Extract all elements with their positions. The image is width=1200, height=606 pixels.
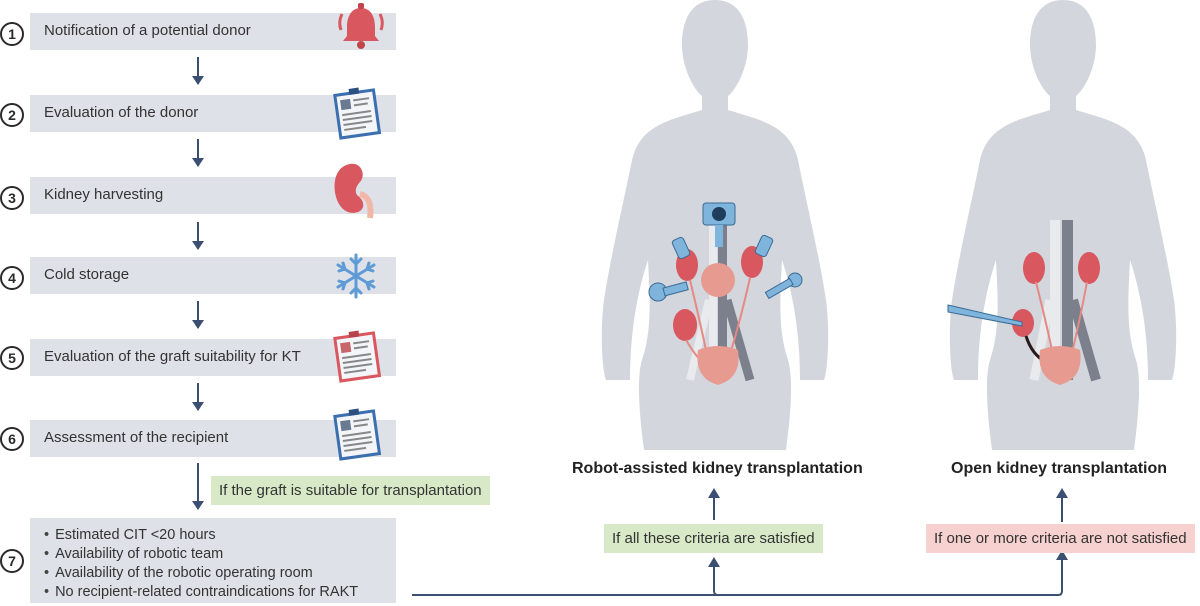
robot-title: Robot-assisted kidney transplantation	[572, 460, 863, 477]
clipboard-icon	[333, 87, 382, 140]
criteria-item: No recipient-related contraindications f…	[44, 583, 396, 602]
step-number: 7	[0, 549, 24, 573]
step-number: 5	[0, 346, 24, 370]
criteria-item: Availability of the robotic operating ro…	[44, 564, 396, 583]
step-label: Evaluation of the donor	[44, 104, 199, 121]
flow-arrow	[192, 222, 204, 250]
open-condition: If one or more criteria are not satisfie…	[926, 524, 1195, 553]
step-label: Kidney harvesting	[44, 186, 164, 203]
step-number: 4	[0, 266, 24, 290]
flow-arrow	[192, 463, 204, 510]
step-number: 6	[0, 427, 24, 451]
step-number: 2	[0, 103, 24, 127]
clipboard-icon	[333, 408, 382, 461]
step-number: 1	[0, 22, 24, 46]
step-label: Assessment of the recipient	[44, 429, 229, 446]
criteria-item: Availability of robotic team	[44, 545, 396, 564]
flow-arrow	[192, 139, 204, 167]
flow-arrow	[192, 57, 204, 85]
step-label: Notification of a potential donor	[44, 22, 251, 39]
graft-suitable-note: If the graft is suitable for transplanta…	[211, 476, 490, 505]
alarm-bell-icon	[338, 3, 384, 49]
clipboard-red-icon	[333, 330, 382, 383]
snowflake-icon	[336, 253, 376, 299]
criteria-box: Estimated CIT <20 hours Availability of …	[30, 518, 396, 603]
open-title: Open kidney transplantation	[951, 460, 1168, 477]
flow-arrow	[192, 383, 204, 411]
step-box: Cold storage	[30, 257, 396, 294]
step-label: Evaluation of the graft suitability for …	[44, 348, 301, 365]
criteria-item: Estimated CIT <20 hours	[44, 526, 396, 545]
robot-body-figure	[601, 0, 829, 450]
step-number: 3	[0, 186, 24, 210]
step-label: Cold storage	[44, 266, 130, 283]
kidney-icon	[334, 163, 374, 219]
step-box: Assessment of the recipient	[30, 420, 396, 457]
flow-arrow	[192, 301, 204, 329]
step-box: Notification of a potential donor	[30, 13, 396, 50]
robot-condition: If all these criteria are satisfied	[604, 524, 823, 553]
open-body-figure	[947, 0, 1177, 450]
